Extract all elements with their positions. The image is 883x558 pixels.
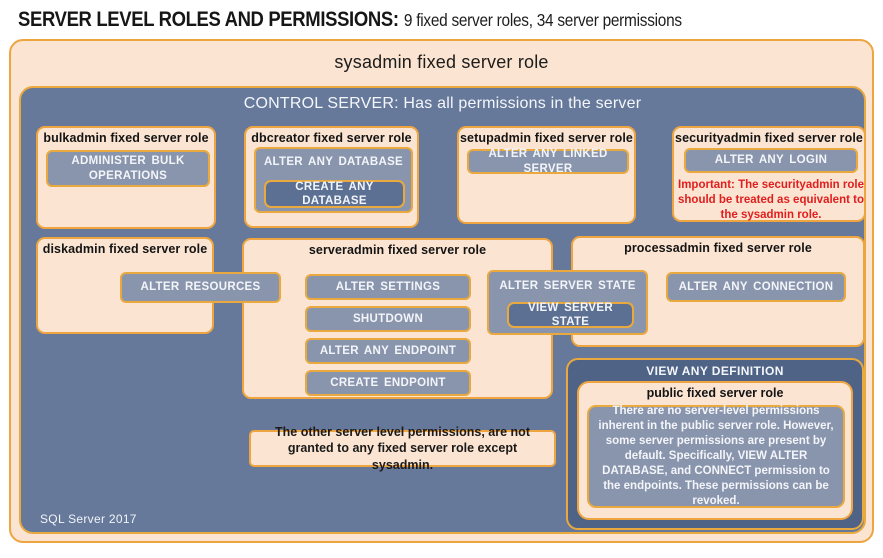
permission-alter-any-endpoint: ALTER ANY ENDPOINT	[305, 338, 471, 364]
permission-alter-any-connection: ALTER ANY CONNECTION	[666, 272, 846, 302]
page-title-subtitle: 9 fixed server roles, 34 server permissi…	[403, 10, 682, 30]
view-any-definition-title: VIEW ANY DEFINITION	[646, 364, 784, 378]
sysadmin-role-title: sysadmin fixed server role	[334, 52, 549, 72]
permission-alter-any-login: ALTER ANY LOGIN	[684, 148, 858, 173]
role-box-dbcreator: dbcreator fixed server role ALTER ANY DA…	[244, 126, 419, 228]
permission-administer-bulk-operations: ADMINISTER BULK OPERATIONS	[46, 150, 210, 187]
permission-alter-resources: ALTER RESOURCES	[120, 272, 281, 303]
role-title-dbcreator: dbcreator fixed server role	[251, 131, 412, 145]
permission-alter-any-linked-server: ALTER ANY LINKED SERVER	[467, 148, 629, 175]
permission-alter-settings: ALTER SETTINGS	[305, 274, 471, 300]
sql-server-version-label: SQL Server 2017	[40, 512, 137, 526]
role-title-bulkadmin: bulkadmin fixed server role	[43, 131, 209, 145]
view-any-definition-box: VIEW ANY DEFINITION public fixed server …	[566, 358, 864, 530]
permission-alter-any-database: ALTER ANY DATABASE CREATE ANY DATABASE	[254, 147, 413, 213]
role-title-processadmin: processadmin fixed server role	[624, 241, 812, 255]
public-role-title: public fixed server role	[646, 386, 784, 400]
permission-create-endpoint: CREATE ENDPOINT	[305, 370, 471, 396]
sysadmin-role-box: sysadmin fixed server role CONTROL SERVE…	[9, 39, 874, 543]
page-title-main: SERVER LEVEL ROLES AND PERMISSIONS:	[18, 8, 399, 31]
role-box-bulkadmin: bulkadmin fixed server role ADMINISTER B…	[36, 126, 216, 229]
role-title-securityadmin: securityadmin fixed server role	[675, 131, 863, 145]
role-title-diskadmin: diskadmin fixed server role	[42, 242, 208, 256]
control-server-box: CONTROL SERVER: Has all permissions in t…	[19, 86, 866, 534]
permission-shutdown: SHUTDOWN	[305, 306, 471, 332]
role-title-serveradmin: serveradmin fixed server role	[308, 243, 487, 257]
permission-alter-server-state: ALTER SERVER STATE VIEW SERVER STATE	[487, 270, 648, 335]
public-role-description: There are no server-level permissions in…	[587, 405, 845, 508]
securityadmin-warning-text: Important: The securityadmin role should…	[678, 179, 864, 222]
public-role-box: public fixed server role There are no se…	[577, 381, 853, 520]
role-box-setupadmin: setupadmin fixed server role ALTER ANY L…	[457, 126, 636, 224]
role-title-setupadmin: setupadmin fixed server role	[459, 131, 633, 145]
permission-create-any-database: CREATE ANY DATABASE	[264, 180, 405, 208]
permission-alter-server-state-label: ALTER SERVER STATE	[499, 280, 636, 292]
page-title: SERVER LEVEL ROLES AND PERMISSIONS:9 fix…	[18, 8, 775, 32]
control-server-title: CONTROL SERVER: Has all permissions in t…	[243, 95, 642, 112]
note-other-permissions: The other server level permissions, are …	[249, 425, 556, 472]
role-box-securityadmin: securityadmin fixed server role ALTER AN…	[672, 126, 866, 222]
permission-view-server-state: VIEW SERVER STATE	[507, 302, 634, 328]
permission-alter-any-database-label: ALTER ANY DATABASE	[263, 156, 404, 168]
